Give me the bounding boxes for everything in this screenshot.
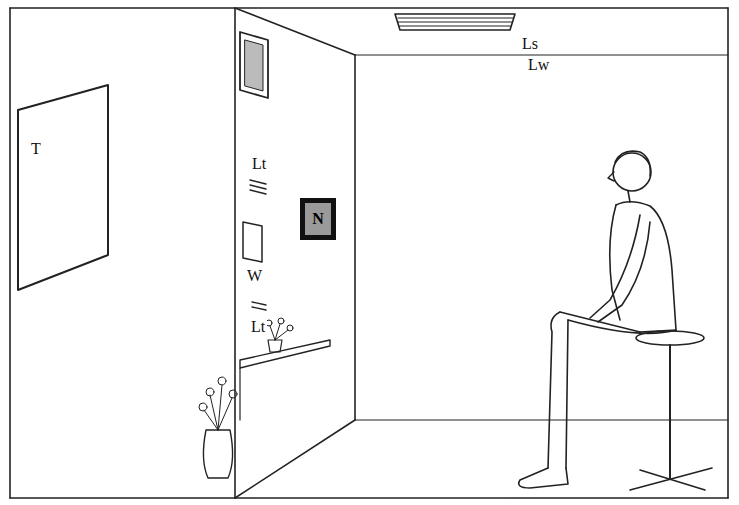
part-label: Ls xyxy=(520,35,540,53)
sample-label: N xyxy=(310,210,326,228)
part-label: Lw xyxy=(526,56,551,74)
part-label: Lt xyxy=(250,155,268,173)
part-label: Lt xyxy=(249,318,267,336)
part-label: W xyxy=(245,267,264,285)
part-label: T xyxy=(29,140,43,158)
